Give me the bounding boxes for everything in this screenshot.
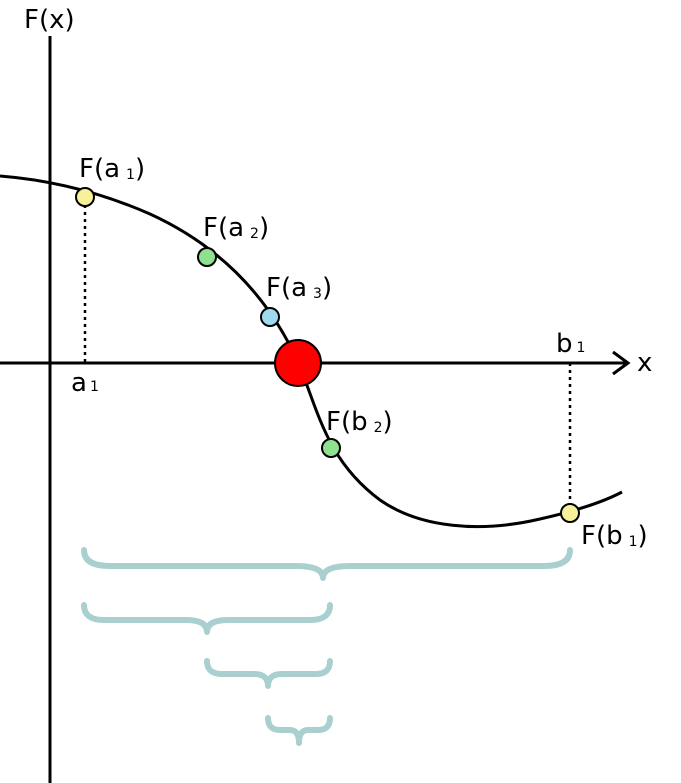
interval-brace-3	[204, 658, 333, 689]
point-fa1	[75, 187, 95, 207]
interval-brace-2	[81, 602, 333, 635]
interval-brace-4	[265, 715, 333, 746]
point-fa3	[260, 307, 280, 327]
point-fb2	[321, 438, 341, 458]
root-point	[274, 339, 322, 387]
interval-brace-1	[81, 547, 573, 581]
point-fb1	[560, 503, 580, 523]
x-axis-arrowhead	[612, 350, 631, 376]
x-axis-label: x	[637, 348, 652, 378]
point-fa2	[197, 247, 217, 267]
function-curve	[0, 174, 623, 529]
y-axis-label: F(x)	[24, 5, 75, 35]
